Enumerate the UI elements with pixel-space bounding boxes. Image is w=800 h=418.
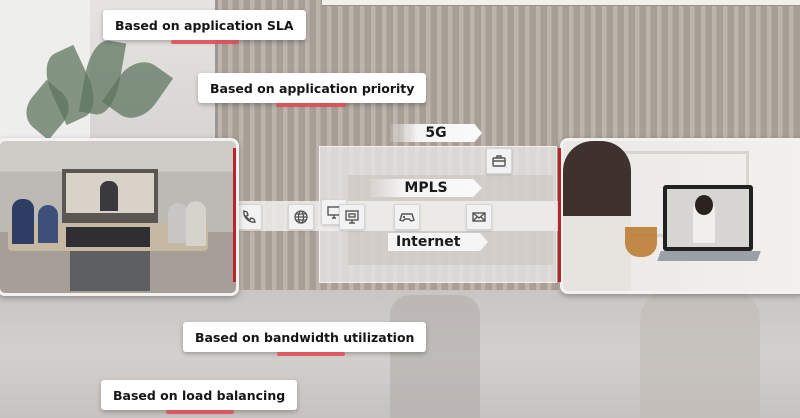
gamepad-icon <box>394 204 420 230</box>
label-application-sla-text: Based on application SLA <box>115 17 294 33</box>
accent-bar <box>166 410 234 414</box>
monitor-icon <box>339 204 365 230</box>
laptop-keyboard <box>657 251 761 261</box>
label-application-priority: Based on application priority <box>198 73 427 107</box>
plant-decoration <box>17 37 174 141</box>
label-load-balancing: Based on load balancing <box>101 380 298 414</box>
link-internet-label: Internet <box>396 234 461 250</box>
laptop-screen <box>663 185 753 251</box>
label-application-priority-text: Based on application priority <box>210 80 415 96</box>
tea-cup <box>625 227 657 257</box>
conference-room-photo <box>0 138 239 296</box>
link-mpls: MPLS <box>370 179 482 197</box>
conference-screen <box>62 169 158 227</box>
blurred-chair <box>390 295 480 418</box>
globe-icon <box>288 204 314 230</box>
video-call-photo <box>560 138 800 294</box>
briefcase-icon <box>486 148 512 174</box>
left-photo-edge <box>233 148 236 282</box>
blurred-chair-right <box>640 290 760 418</box>
person-back <box>563 141 631 291</box>
accent-bar <box>171 40 239 44</box>
ceiling-light-strip <box>322 0 800 6</box>
link-5g: 5G <box>390 124 482 142</box>
label-load-balancing-text: Based on load balancing <box>113 387 286 403</box>
accent-bar <box>276 103 346 107</box>
link-5g-label: 5G <box>425 125 447 141</box>
label-application-sla: Based on application SLA <box>103 10 306 44</box>
mail-icon <box>466 204 492 230</box>
link-internet: Internet <box>388 233 488 251</box>
label-bandwidth-utilization-text: Based on bandwidth utilization <box>195 329 415 345</box>
label-bandwidth-utilization: Based on bandwidth utilization <box>183 322 427 356</box>
accent-bar <box>277 352 345 356</box>
link-mpls-label: MPLS <box>404 180 448 196</box>
right-photo-edge <box>558 148 561 282</box>
phone-icon <box>236 204 262 230</box>
